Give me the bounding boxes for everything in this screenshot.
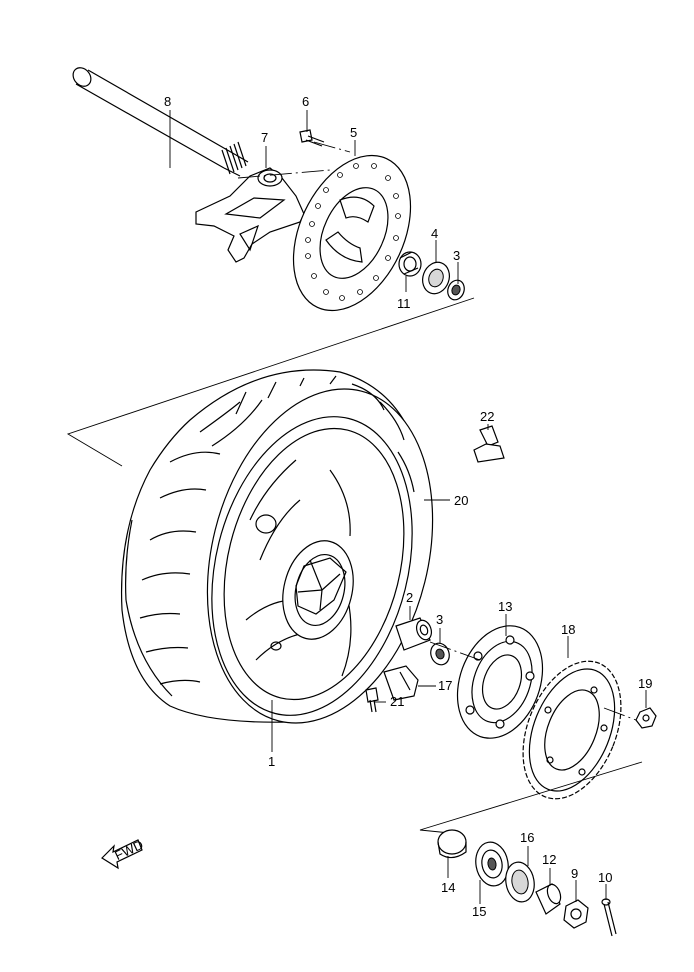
rear-axle-part-8	[72, 67, 249, 177]
callout-labels: 8 7 6 5 4 3 11 22 20 2 3 13 18 17 19 21 …	[164, 94, 652, 919]
callout-15: 15	[472, 904, 486, 919]
callout-12: 12	[542, 852, 556, 867]
callout-7: 7	[261, 130, 268, 145]
bearing-part-12	[535, 883, 562, 915]
spacer-part-14	[437, 829, 467, 859]
callout-21: 21	[390, 694, 404, 709]
spacer-part-11	[398, 251, 422, 277]
callout-3-upper: 3	[453, 248, 460, 263]
section-bracket-line	[66, 297, 475, 467]
callout-4: 4	[431, 226, 438, 241]
balancer-weight-part-22	[473, 425, 505, 463]
callout-1: 1	[268, 754, 275, 769]
callout-2: 2	[406, 590, 413, 605]
spacer-part-2	[395, 617, 433, 651]
callout-6: 6	[302, 94, 309, 109]
callout-20: 20	[454, 493, 468, 508]
callout-9: 9	[571, 866, 578, 881]
assembly-line	[429, 641, 481, 661]
bearing-part-3-lower	[430, 642, 450, 666]
callout-19: 19	[638, 676, 652, 691]
assembly-line	[603, 707, 637, 721]
rear-sprocket-part-18	[522, 660, 622, 800]
callout-8: 8	[164, 94, 171, 109]
forward-arrow-icon: FWD	[101, 837, 146, 870]
callout-10: 10	[598, 870, 612, 885]
callout-13: 13	[498, 599, 512, 614]
valve-part-21	[365, 687, 379, 713]
callout-11: 11	[397, 296, 411, 311]
oil-seal-part-16	[505, 861, 535, 903]
callout-18: 18	[561, 622, 575, 637]
caliper-bracket-part-7	[195, 167, 305, 263]
damper-part-17	[383, 665, 419, 701]
assembly-line	[313, 141, 351, 153]
fwd-label: FWD	[112, 837, 145, 863]
callout-17: 17	[438, 678, 452, 693]
nut-part-19	[635, 707, 657, 729]
leader-lines	[169, 110, 647, 904]
assembly-line	[237, 169, 331, 179]
callout-5: 5	[350, 125, 357, 140]
sprocket-drum-part-13	[456, 625, 544, 739]
callout-16: 16	[520, 830, 534, 845]
sprocket-drum-bearing-part-15	[475, 841, 509, 887]
brake-disc-part-5	[292, 154, 412, 312]
cotter-pin-part-10	[601, 898, 617, 937]
rear-wheel-rim-part-1	[211, 416, 413, 716]
bearing-part-3-upper	[447, 279, 465, 301]
callout-3-lower: 3	[436, 612, 443, 627]
oil-seal-part-4	[422, 261, 450, 295]
axle-nut-part-9	[563, 899, 589, 929]
callout-22: 22	[480, 409, 494, 424]
callout-14: 14	[441, 880, 455, 895]
